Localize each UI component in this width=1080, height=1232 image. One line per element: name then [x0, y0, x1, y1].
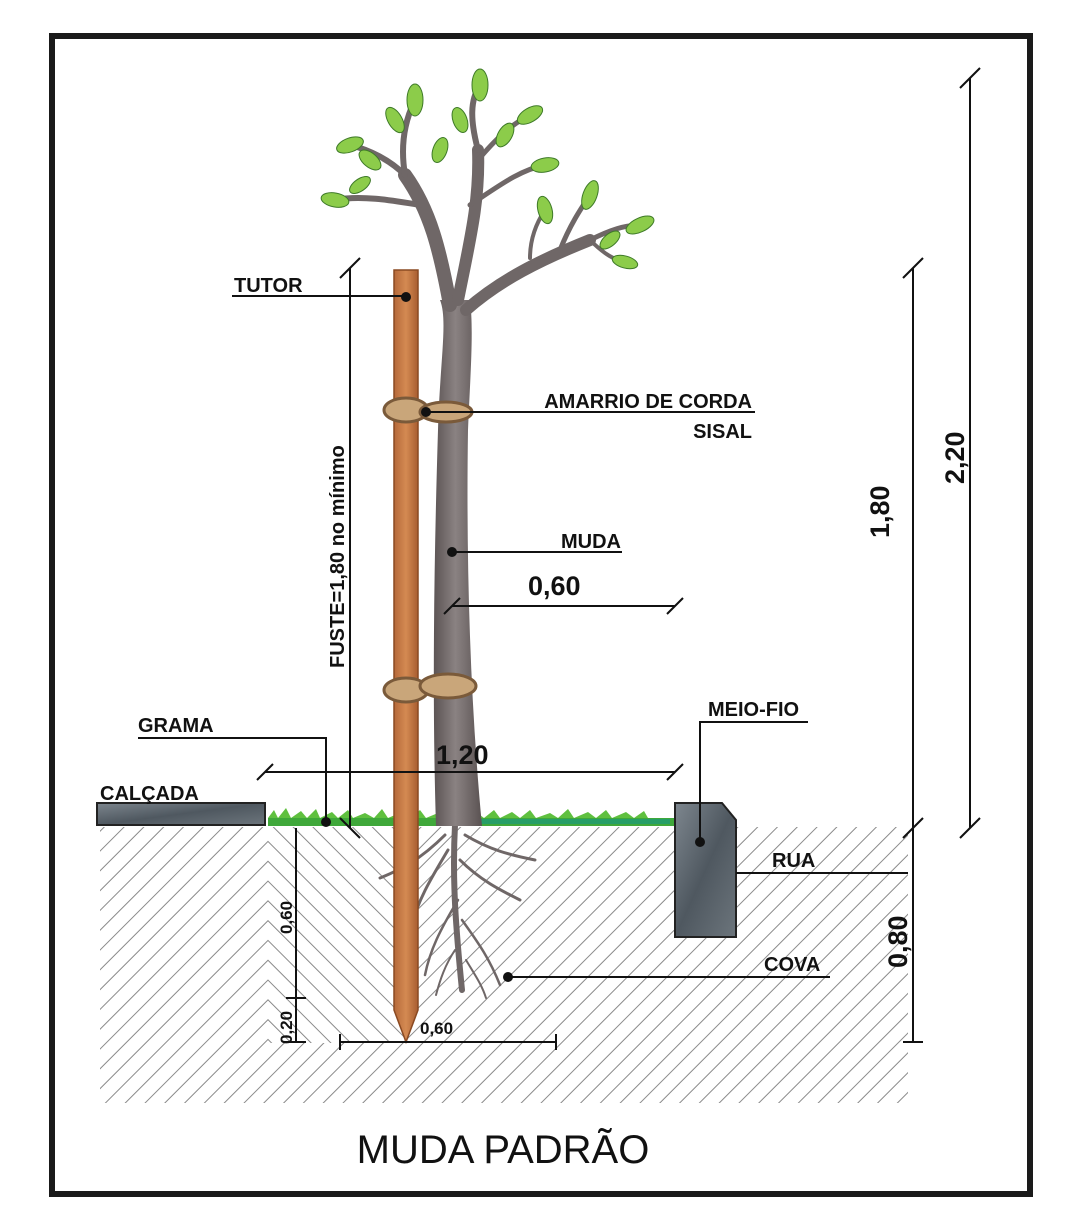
dim-pit-depth: 0,80 — [883, 915, 913, 968]
label-fuste: FUSTE=1,80 no mínimo — [327, 445, 349, 668]
label-amarrio-2: SISAL — [693, 421, 752, 443]
dim-trunk-height: 1,80 — [865, 485, 895, 538]
stake-tutor — [393, 269, 419, 1045]
dim-pit-depth-lower: 0,20 — [277, 1011, 296, 1044]
label-muda: MUDA — [561, 531, 621, 553]
label-meio-fio: MEIO-FIO — [708, 699, 799, 721]
label-calcada: CALÇADA — [100, 783, 199, 805]
curb-block — [674, 802, 737, 938]
tree-leaves — [320, 68, 655, 270]
label-tutor: TUTOR — [234, 275, 303, 297]
label-cova: COVA — [764, 954, 820, 976]
label-grama: GRAMA — [138, 715, 214, 737]
dim-pit-bottom-width: 0,60 — [420, 1019, 453, 1038]
label-rua: RUA — [772, 850, 815, 872]
dim-pit-depth-upper: 0,60 — [277, 901, 296, 934]
label-amarrio-1: AMARRIO DE CORDA — [544, 391, 752, 413]
dim-pit-width: 1,20 — [436, 740, 489, 770]
diagram-title: MUDA PADRÃO — [357, 1127, 650, 1172]
dim-trunk-to-curb: 0,60 — [528, 571, 581, 601]
pit-hatch — [268, 827, 674, 1043]
dimension-lines — [138, 67, 981, 1050]
leader-dots — [321, 292, 705, 982]
sidewalk-slab — [96, 802, 266, 826]
dim-total-height: 2,20 — [940, 431, 970, 484]
